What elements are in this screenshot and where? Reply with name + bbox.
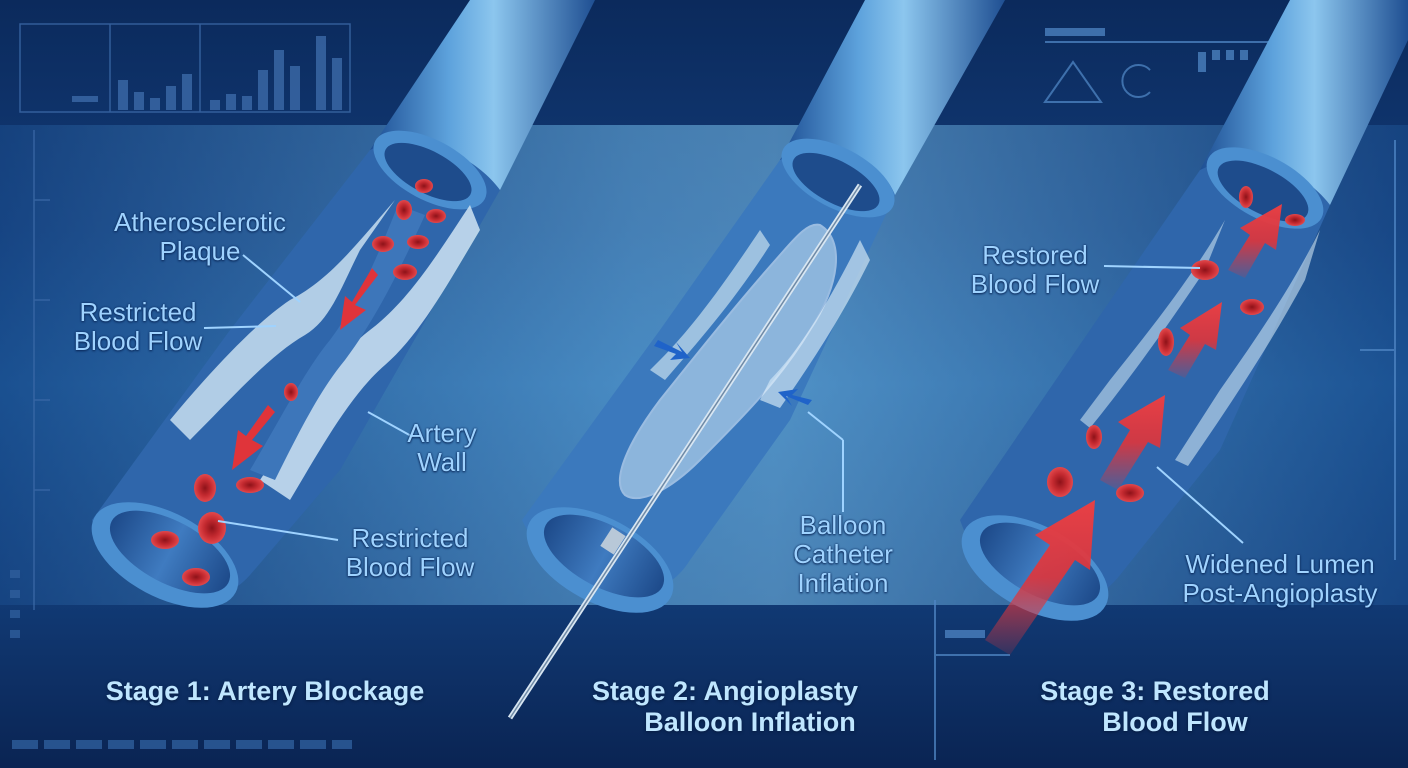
stage-3-title-line1: Stage 3: Restored bbox=[1040, 676, 1270, 706]
stage-2-title-line2: Balloon Inflation bbox=[644, 707, 856, 737]
label-restricted-upper-line1: Restricted bbox=[79, 297, 197, 327]
stage-3-title: Stage 3: Restored Blood Flow bbox=[1010, 676, 1300, 738]
panel-2-artery bbox=[507, 0, 1005, 720]
label-restricted-lower-line1: Restricted bbox=[351, 523, 469, 553]
hud-decoration-right bbox=[934, 41, 1396, 760]
label-restricted-lower-line2: Blood Flow bbox=[345, 552, 475, 582]
label-restored-line2: Blood Flow bbox=[970, 269, 1100, 299]
stage-2-title: Stage 2: Angioplasty Balloon Inflation bbox=[560, 676, 890, 738]
label-balloon-line2: Catheter bbox=[793, 539, 893, 569]
label-restored-line1: Restored bbox=[982, 240, 1088, 270]
hud-decoration-left bbox=[19, 23, 351, 610]
label-plaque-line1: Atherosclerotic bbox=[114, 207, 286, 237]
panel-3-artery bbox=[960, 0, 1408, 655]
label-balloon-line1: Balloon bbox=[799, 510, 887, 540]
label-widened-line1: Widened Lumen bbox=[1185, 549, 1375, 579]
label-restricted-blood-flow-lower: Restricted Blood Flow bbox=[330, 524, 490, 582]
label-atherosclerotic-plaque: Atherosclerotic Plaque bbox=[100, 208, 300, 266]
label-widened-line2: Post-Angioplasty bbox=[1182, 578, 1378, 608]
leader-lines bbox=[203, 254, 1244, 544]
label-balloon-line3: Inflation bbox=[797, 568, 889, 598]
label-restricted-blood-flow-upper: Restricted Blood Flow bbox=[58, 298, 218, 356]
stage-1-title-line1: Stage 1: Artery Blockage bbox=[105, 676, 425, 706]
label-widened-lumen: Widened Lumen Post-Angioplasty bbox=[1170, 550, 1390, 608]
stage-1-title: Stage 1: Artery Blockage bbox=[95, 676, 435, 707]
label-restricted-upper-line2: Blood Flow bbox=[73, 326, 203, 356]
stage-3-title-line2: Blood Flow bbox=[1102, 707, 1248, 737]
label-artery-wall-line1: Artery bbox=[407, 418, 477, 448]
stage-2-title-line1: Stage 2: Angioplasty bbox=[591, 676, 859, 706]
label-restored-blood-flow: Restored Blood Flow bbox=[955, 241, 1115, 299]
panel-1-artery bbox=[91, 0, 595, 608]
label-artery-wall-line2: Wall bbox=[417, 447, 467, 477]
label-balloon-catheter-inflation: Balloon Catheter Inflation bbox=[778, 511, 908, 598]
label-artery-wall: Artery Wall bbox=[402, 419, 482, 477]
label-plaque-line2: Plaque bbox=[159, 236, 241, 266]
